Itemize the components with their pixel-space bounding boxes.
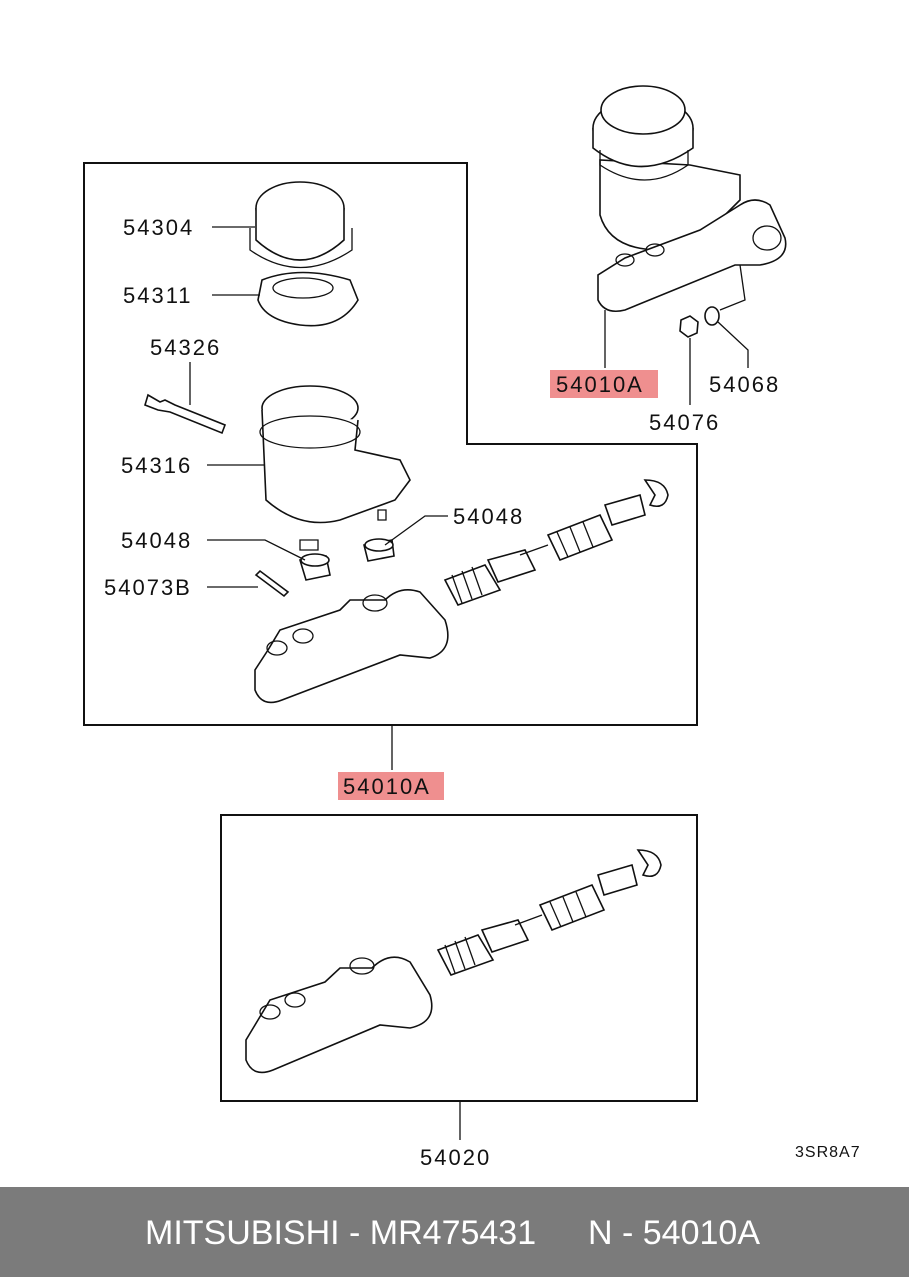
callout-54311[interactable]: 54311 [123, 283, 193, 308]
callout-54020[interactable]: 54020 [420, 1145, 491, 1170]
diagram-code: 3SR8A7 [795, 1144, 861, 1161]
parts-diagram: 54304 54311 54326 54316 54048 54048 5407… [83, 85, 861, 1170]
exploded-view-frame [83, 162, 698, 726]
callout-54076[interactable]: 54076 [649, 410, 720, 435]
callout-54048-left[interactable]: 54048 [121, 528, 192, 553]
highlight-54010A-mid [338, 772, 444, 800]
callout-54010A-top[interactable]: 54010A [556, 372, 644, 397]
kit-frame [220, 814, 698, 1102]
highlight-54010A-top [550, 370, 658, 398]
callout-54010A-mid[interactable]: 54010A [343, 774, 431, 799]
callout-54316[interactable]: 54316 [121, 453, 192, 478]
reference-number: N - 54010A [588, 1214, 760, 1252]
kit-components [245, 849, 662, 1074]
callout-54073B[interactable]: 54073B [104, 575, 192, 600]
assembled-master-cylinder [592, 85, 787, 338]
exploded-components [144, 181, 669, 704]
callout-54068[interactable]: 54068 [709, 372, 780, 397]
part-info-footer: MITSUBISHI - MR475431 N - 54010A [0, 1187, 909, 1277]
callout-54048-right[interactable]: 54048 [453, 504, 524, 529]
brand-part-number: MITSUBISHI - MR475431 [145, 1214, 537, 1252]
callout-54304[interactable]: 54304 [123, 215, 194, 240]
callout-54326[interactable]: 54326 [150, 335, 221, 360]
